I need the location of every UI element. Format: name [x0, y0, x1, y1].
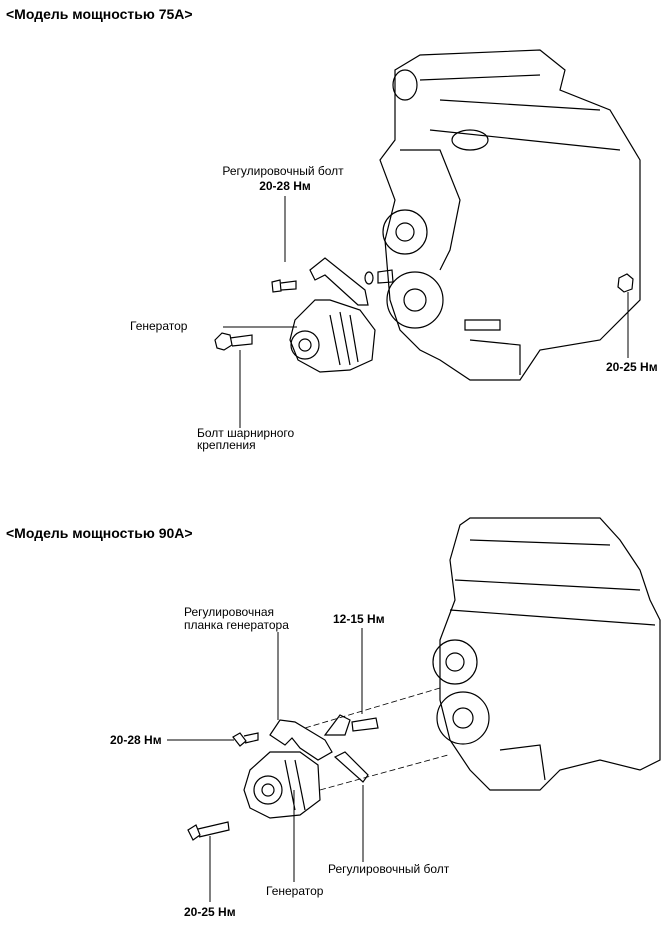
section-title-90a: <Модель мощностью 90А> — [6, 525, 193, 541]
adjusting-bolt-75a — [271, 279, 297, 293]
alternator-90a — [243, 751, 321, 819]
nut-torque-75a: 20-25 Нм — [606, 360, 658, 374]
engine-75a — [379, 49, 641, 381]
adjusting-bolt-label-75a: Регулировочный болт — [222, 164, 344, 178]
brace-90a — [269, 714, 379, 761]
nut-75a — [617, 273, 634, 293]
engine-90a — [432, 517, 661, 791]
alternator-label-90a: Генератор — [266, 884, 324, 898]
leaders-75a — [223, 196, 629, 428]
section-title-75a: <Модель мощностью 75А> — [6, 6, 193, 22]
upper-bolt-torque-90a: 20-28 Нм — [110, 733, 162, 747]
pivot-bolt-label-75a-line2: крепления — [197, 438, 256, 452]
leaders-90a — [167, 628, 364, 902]
upper-bolt-90a — [232, 732, 259, 747]
pivot-bolt-label-75a-line1: Болт шарнирного — [197, 426, 295, 440]
pivot-bolt-torque-90a: 20-25 Нм — [184, 905, 236, 919]
alternator-label-75a: Генератор — [130, 319, 188, 333]
adjusting-bolt-90a — [333, 751, 369, 783]
pivot-bolt-75a — [214, 332, 253, 351]
brace-label-90a-line2: планка генератора — [184, 618, 289, 632]
brace-label-90a-line1: Регулировочная — [184, 605, 275, 619]
adjusting-brace-75a — [309, 257, 394, 306]
alternator-75a — [289, 299, 376, 373]
adjusting-bolt-torque-75a: 20-28 Нм — [259, 179, 311, 193]
adjusting-bolt-label-90a: Регулировочный болт — [328, 862, 450, 876]
brace-bolt-torque-90a: 12-15 Нм — [333, 612, 385, 626]
pivot-bolt-90a — [187, 821, 230, 841]
dash-lines-90a — [304, 687, 449, 791]
